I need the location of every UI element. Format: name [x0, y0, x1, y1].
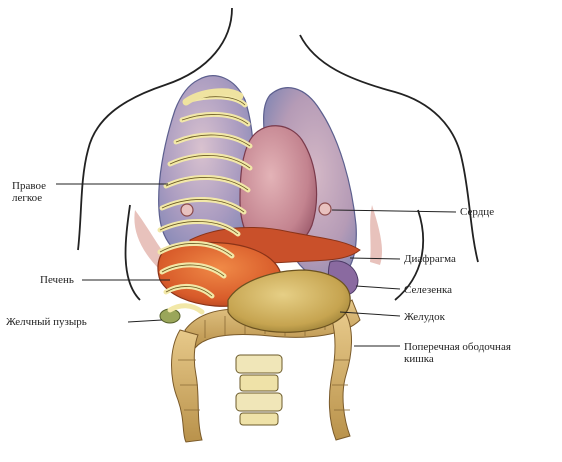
label-transverse-colon: Поперечная ободочная кишка	[404, 341, 511, 365]
label-diaphragm: Диафрагма	[404, 253, 456, 265]
label-stomach: Желудок	[404, 311, 445, 323]
torso-outline	[77, 7, 479, 301]
label-heart: Сердце	[460, 206, 495, 218]
label-right-lung-line1: Правое	[12, 180, 46, 192]
label-right-lung: Правое легкое	[12, 180, 46, 204]
leader-stomach	[339, 311, 401, 317]
leader-heart	[331, 209, 457, 213]
label-right-lung-line2: легкое	[12, 192, 43, 204]
leader-spleen	[355, 285, 401, 290]
label-gallbladder: Желчный пузырь	[6, 316, 87, 328]
clavicle	[182, 88, 244, 106]
label-liver: Печень	[40, 274, 74, 286]
stomach	[227, 269, 351, 333]
rib-outlines	[159, 96, 251, 297]
leader-diaphragm	[349, 257, 401, 260]
label-colon-line1: Поперечная ободочная	[404, 341, 511, 353]
heart-marker	[318, 202, 332, 216]
spine	[235, 354, 283, 426]
label-spleen: Селезенка	[404, 284, 453, 296]
label-colon-line2: кишка	[404, 353, 434, 365]
leader-lines	[56, 183, 457, 347]
side-shadow-right	[370, 205, 383, 265]
lung-marker	[180, 203, 194, 217]
leader-gallbladder	[127, 319, 163, 323]
